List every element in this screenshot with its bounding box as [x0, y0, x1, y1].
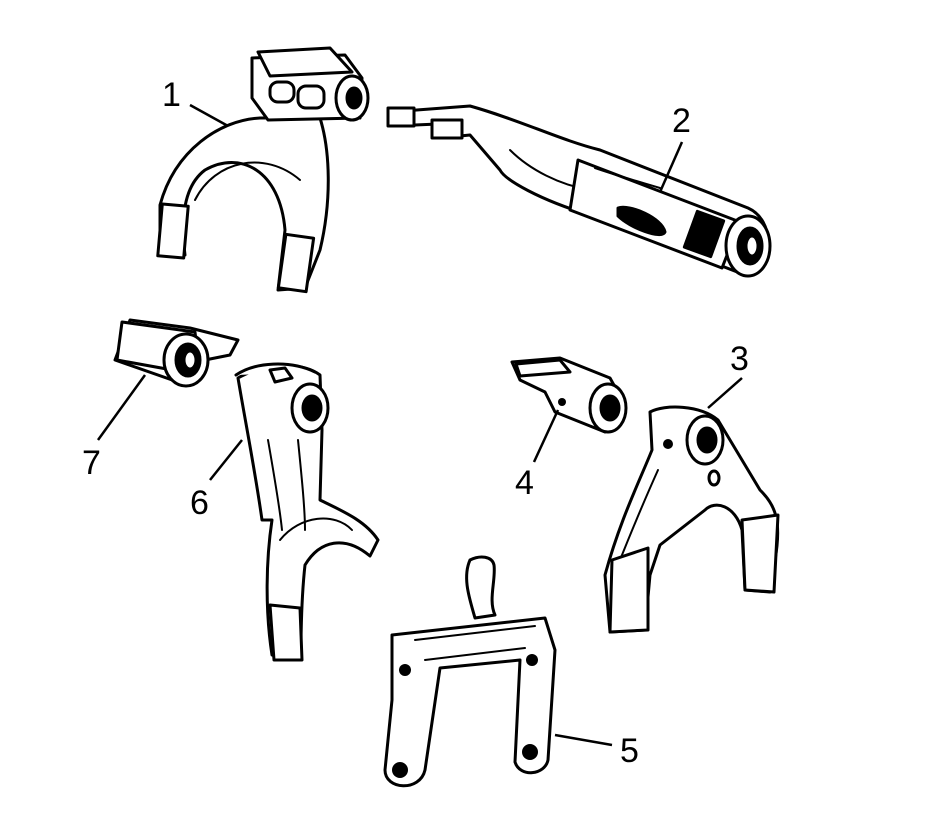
part-1-shift-fork	[156, 46, 370, 294]
part-6-shift-fork	[234, 362, 380, 662]
callout-4: 4	[515, 464, 534, 502]
callout-5: 5	[620, 732, 639, 770]
callout-1: 1	[162, 76, 181, 114]
part-2-shift-rail	[386, 104, 772, 278]
leader-6	[209, 439, 243, 481]
part-4-lug	[510, 356, 628, 434]
leader-lines	[96, 103, 743, 747]
part-5-bracket	[383, 555, 557, 788]
callout-2: 2	[672, 102, 691, 140]
callout-3: 3	[730, 340, 749, 378]
callout-7: 7	[82, 444, 101, 482]
leader-7	[96, 374, 147, 441]
leader-5	[554, 733, 613, 747]
leader-4	[532, 409, 560, 463]
leader-2	[658, 141, 684, 193]
part-7-collar	[113, 318, 240, 388]
callout-6: 6	[190, 484, 209, 522]
part-3-shift-fork	[603, 405, 780, 634]
callout-labels: 1 2 3 4 5 6 7	[82, 76, 749, 770]
leader-3	[707, 377, 743, 409]
leader-1	[189, 103, 229, 128]
